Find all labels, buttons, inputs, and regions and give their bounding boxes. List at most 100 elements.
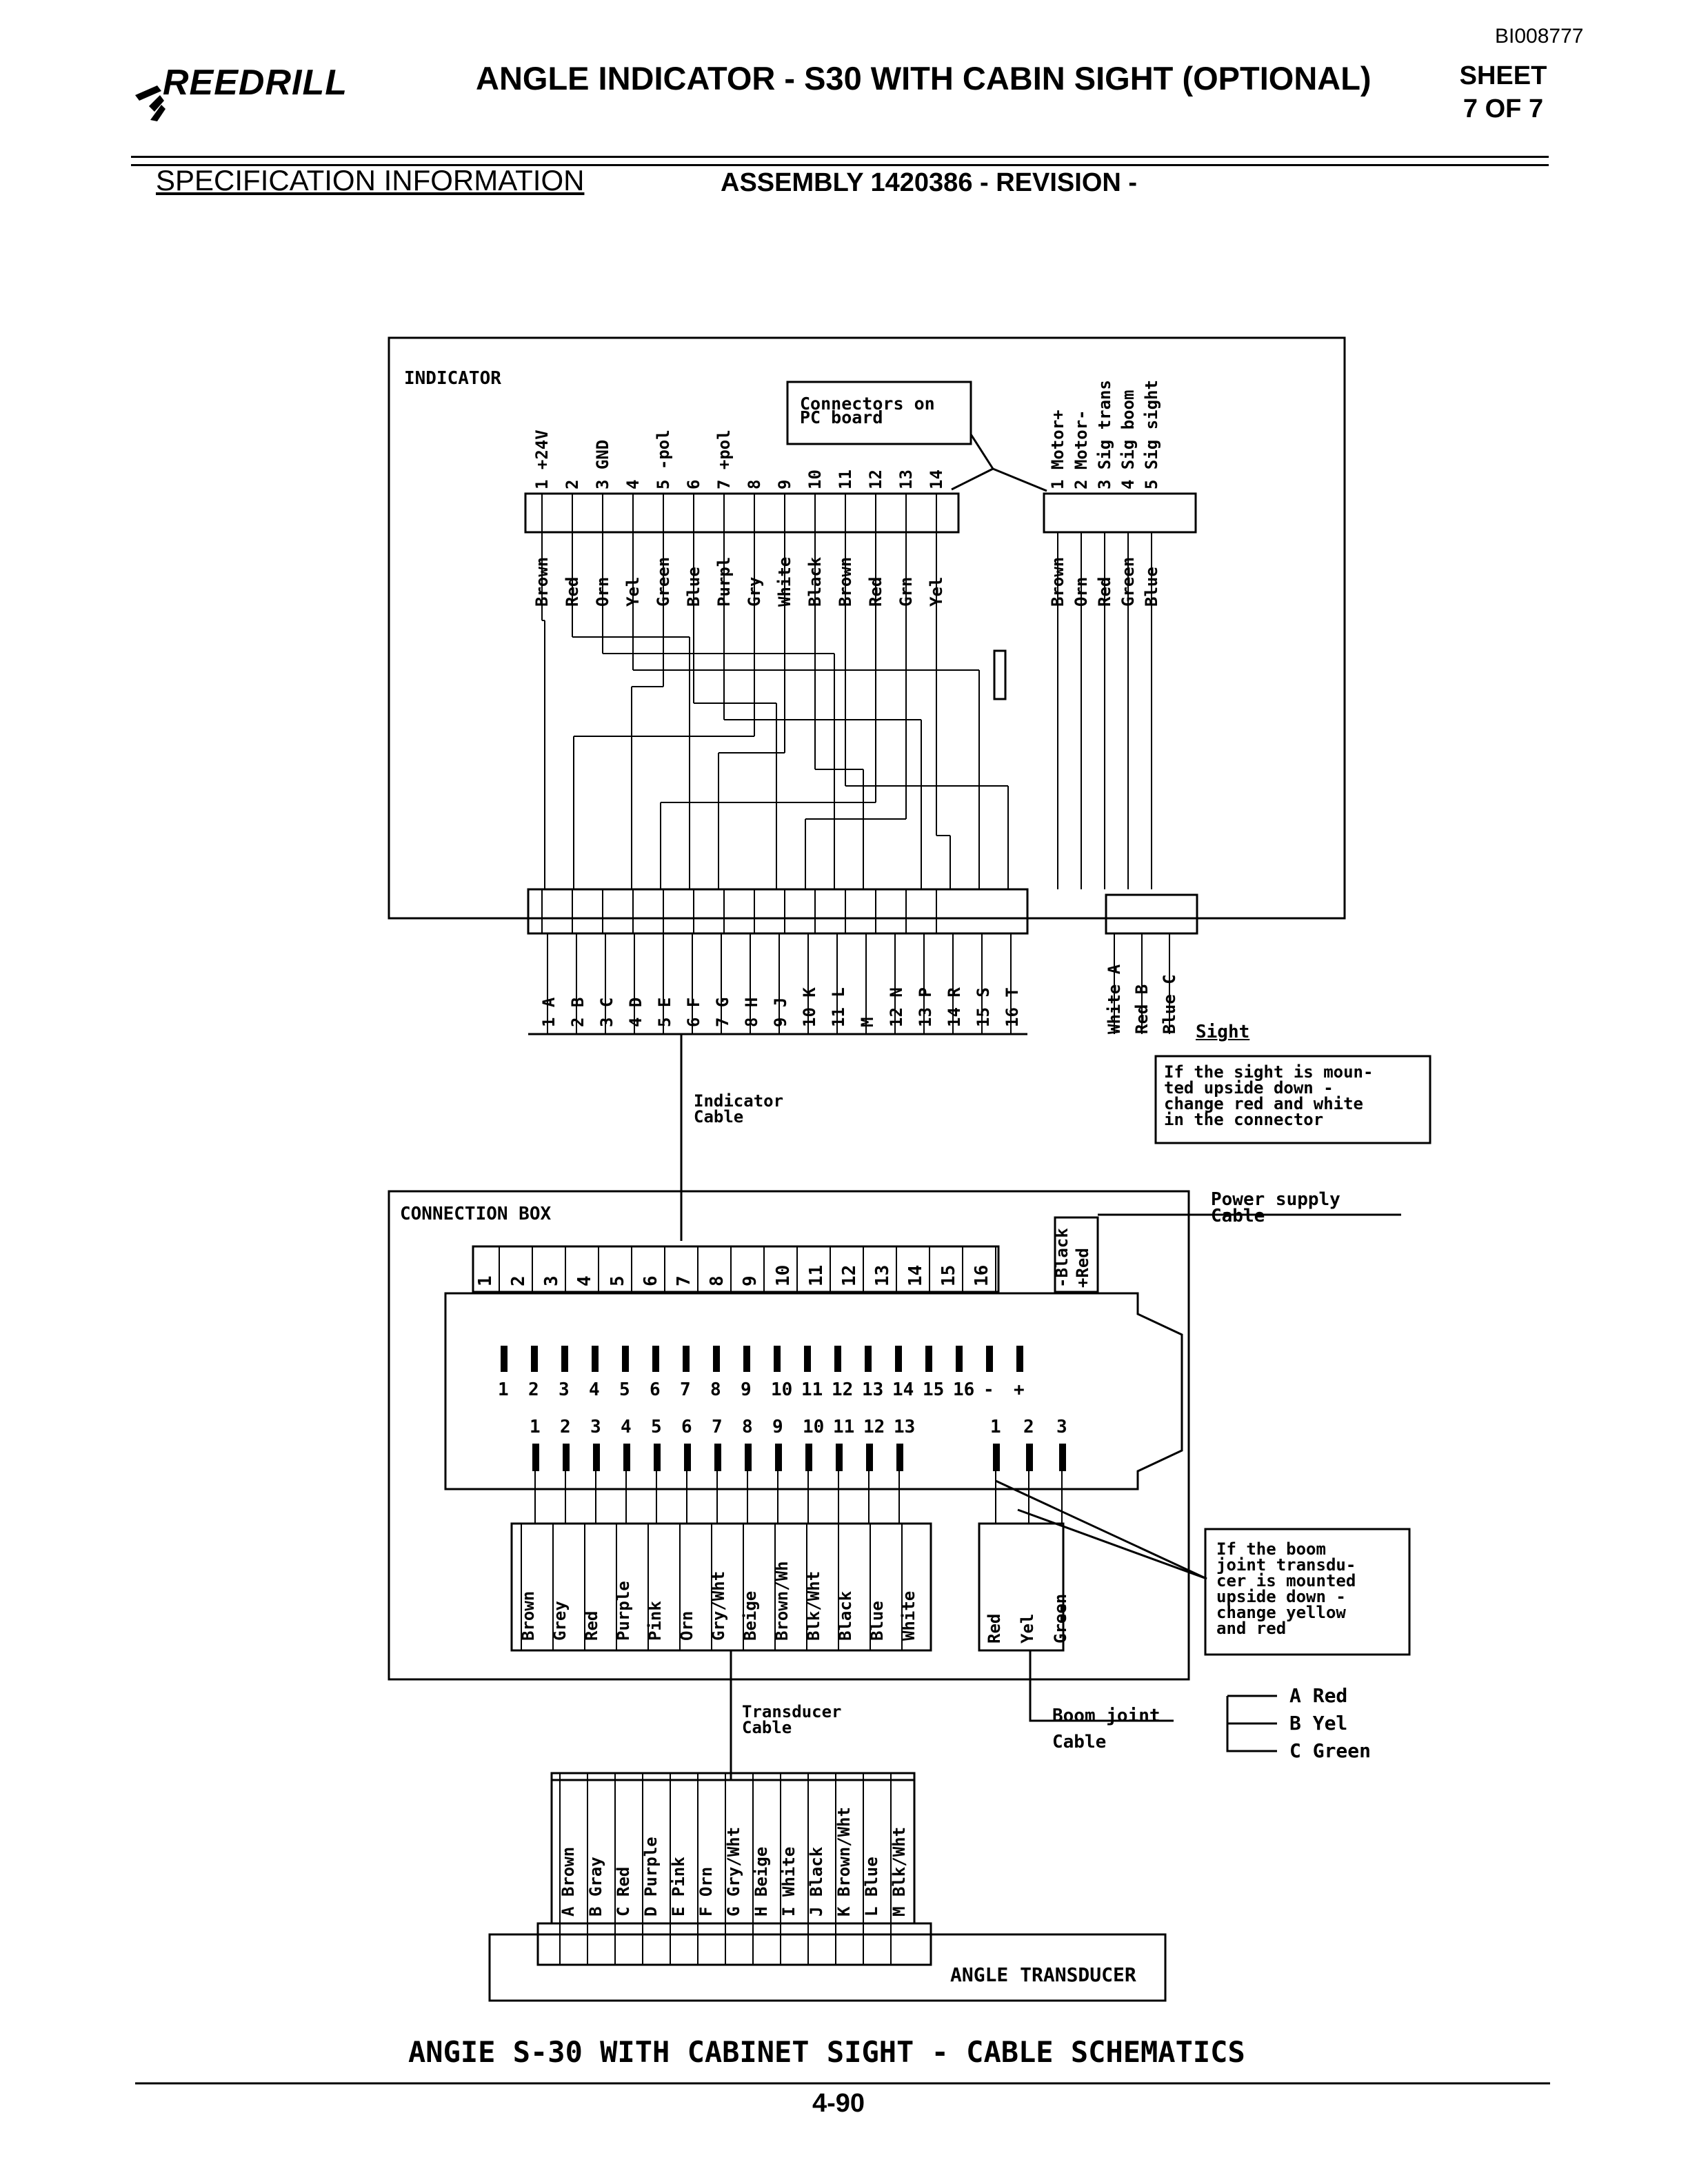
terminal-row2-post bbox=[563, 1444, 570, 1471]
diagram-caption: ANGIE S-30 WITH CABINET SIGHT - CABLE SC… bbox=[408, 2035, 1245, 2069]
indicator-b-wire-label: Blue bbox=[1142, 567, 1161, 607]
cbox-boom-block bbox=[978, 1522, 1065, 1652]
terminal-row1-post bbox=[1016, 1346, 1023, 1372]
cbox-top-pin-label: 3 bbox=[541, 1275, 562, 1286]
terminal-row2-label: 3 bbox=[590, 1417, 601, 1437]
indicator-wire-label: Blue bbox=[684, 567, 703, 607]
terminal-row1-post bbox=[925, 1346, 932, 1372]
indicator-bottom-pin-label: 9 J bbox=[771, 998, 790, 1027]
sight-pin-label: Blue C bbox=[1160, 974, 1179, 1034]
terminal-row1-post bbox=[652, 1346, 659, 1372]
indicator-wire-label: Red bbox=[563, 577, 582, 607]
indicator-pin-label: 10 bbox=[805, 469, 825, 489]
indicator-pin-label: 14 bbox=[927, 469, 946, 489]
cbox-power-pin-label: -Black bbox=[1052, 1228, 1072, 1288]
cbox-power-pins bbox=[1054, 1216, 1099, 1293]
terminal-row2-label: 8 bbox=[742, 1417, 753, 1437]
terminal-row1-post bbox=[774, 1346, 781, 1372]
cbox-top-pin-label: 14 bbox=[905, 1265, 926, 1286]
cbox-wire-label: Brown bbox=[519, 1591, 538, 1641]
fuse bbox=[993, 649, 1007, 700]
cbox-top-pin-label: 9 bbox=[740, 1275, 761, 1286]
header-rule-2 bbox=[131, 164, 1549, 166]
transducer-wire-label: B Gray bbox=[586, 1857, 605, 1917]
drill-bit-logo-icon bbox=[135, 85, 165, 121]
terminal-row2-post bbox=[1059, 1444, 1066, 1471]
indicator-b-wire-label: Orn bbox=[1072, 577, 1091, 607]
indicator-bottom-pin-label: 8 H bbox=[742, 998, 761, 1027]
indicator-pin-label: 7 +pol bbox=[714, 429, 734, 489]
terminal-row2-post bbox=[745, 1444, 752, 1471]
brand-name: REEDRILL bbox=[163, 63, 348, 103]
indicator-pin-label: 5 -pol bbox=[654, 429, 673, 489]
boom-cable-label: Boom joint Cable bbox=[1052, 1706, 1160, 1752]
indicator-pin-label: 6 bbox=[684, 480, 703, 489]
terminal-row1-label: 4 bbox=[589, 1379, 600, 1400]
boom-wire-label: Yel bbox=[1018, 1614, 1037, 1644]
terminal-row1-label: + bbox=[1014, 1379, 1025, 1400]
sight-pin-label: White A bbox=[1105, 964, 1124, 1034]
terminal-row1-post bbox=[804, 1346, 811, 1372]
indicator-pin-label: 13 bbox=[896, 469, 916, 489]
terminal-row1-label: 3 bbox=[559, 1379, 570, 1400]
boom-note-box bbox=[1204, 1528, 1411, 1656]
cbox-wire-label: Grey bbox=[550, 1601, 570, 1641]
cbox-wire-label: Orn bbox=[677, 1611, 696, 1641]
cbox-wire-label: Brown/Wh bbox=[772, 1561, 792, 1641]
indicator-pin-label: 3 GND bbox=[593, 440, 612, 489]
cbox-wire-label: Purple bbox=[614, 1581, 633, 1641]
terminal-row2-label: 2 bbox=[1023, 1417, 1034, 1437]
terminal-row1-label: 7 bbox=[680, 1379, 691, 1400]
sight-note-box bbox=[1154, 1055, 1431, 1144]
terminal-row2-label: 13 bbox=[894, 1417, 915, 1437]
terminal-row2-post bbox=[836, 1444, 843, 1471]
cbox-power-pin-label: +Red bbox=[1073, 1248, 1092, 1288]
terminal-row2-label: 4 bbox=[621, 1417, 632, 1437]
indicator-b-wire-label: Green bbox=[1118, 557, 1138, 607]
indicator-pin-b-label: 4 Sig boom bbox=[1118, 390, 1138, 490]
indicator-wire-label: Brown bbox=[532, 557, 552, 607]
terminal-row1-label: 12 bbox=[832, 1379, 853, 1400]
terminal-row1-label: 9 bbox=[741, 1379, 752, 1400]
sight-connector bbox=[1105, 893, 1198, 935]
cbox-wire-label: White bbox=[899, 1591, 918, 1641]
terminal-row2-label: 1 bbox=[530, 1417, 541, 1437]
indicator-bottom-pin-label: 11 L bbox=[829, 987, 848, 1027]
terminal-row1-post bbox=[561, 1346, 568, 1372]
terminal-row1-post bbox=[956, 1346, 963, 1372]
cbox-wire-block bbox=[510, 1522, 932, 1652]
sheet-label: SHEET bbox=[1459, 61, 1547, 90]
indicator-wire-label: Purpl bbox=[714, 557, 734, 607]
terminal-row1-post bbox=[531, 1346, 538, 1372]
indicator-b-wire-label: Red bbox=[1095, 577, 1114, 607]
boom-pin-a: A Red bbox=[1289, 1684, 1348, 1707]
cbox-top-pin-label: 6 bbox=[641, 1275, 661, 1286]
indicator-pin-label: 11 bbox=[836, 469, 855, 489]
indicator-bottom-pin-label: 4 D bbox=[626, 998, 645, 1027]
boom-pin-list: A Red B Yel C Green bbox=[1289, 1682, 1371, 1765]
terminal-row1-post bbox=[501, 1346, 508, 1372]
indicator-pin-label: 9 bbox=[775, 480, 794, 489]
terminal-row1-label: - bbox=[983, 1379, 994, 1400]
terminal-row1-post bbox=[713, 1346, 720, 1372]
indicator-bottom-pin-label: 10 K bbox=[800, 987, 819, 1027]
indicator-connector-a bbox=[524, 492, 960, 534]
terminal-row1-post bbox=[683, 1346, 690, 1372]
terminal-row1-post bbox=[865, 1346, 872, 1372]
terminal-block-outline bbox=[444, 1292, 1183, 1490]
terminal-row1-post bbox=[592, 1346, 599, 1372]
terminal-row1-post bbox=[622, 1346, 629, 1372]
transducer-wire-label: C Red bbox=[614, 1867, 633, 1917]
terminal-row2-label: 10 bbox=[803, 1417, 824, 1437]
terminal-row1-label: 1 bbox=[498, 1379, 509, 1400]
terminal-row1-label: 6 bbox=[650, 1379, 661, 1400]
terminal-row2-post bbox=[993, 1444, 1000, 1471]
sheet-indicator: SHEET 7 OF 7 bbox=[1441, 59, 1565, 125]
terminal-row1-label: 16 bbox=[953, 1379, 974, 1400]
angle-transducer-body bbox=[488, 1933, 1167, 2002]
cbox-wire-label: Beige bbox=[741, 1591, 760, 1641]
page-title: ANGLE INDICATOR - S30 WITH CABIN SIGHT (… bbox=[476, 60, 1372, 97]
terminal-row2-post bbox=[684, 1444, 691, 1471]
terminal-row2-label: 9 bbox=[772, 1417, 783, 1437]
cbox-top-pins bbox=[472, 1245, 1000, 1293]
